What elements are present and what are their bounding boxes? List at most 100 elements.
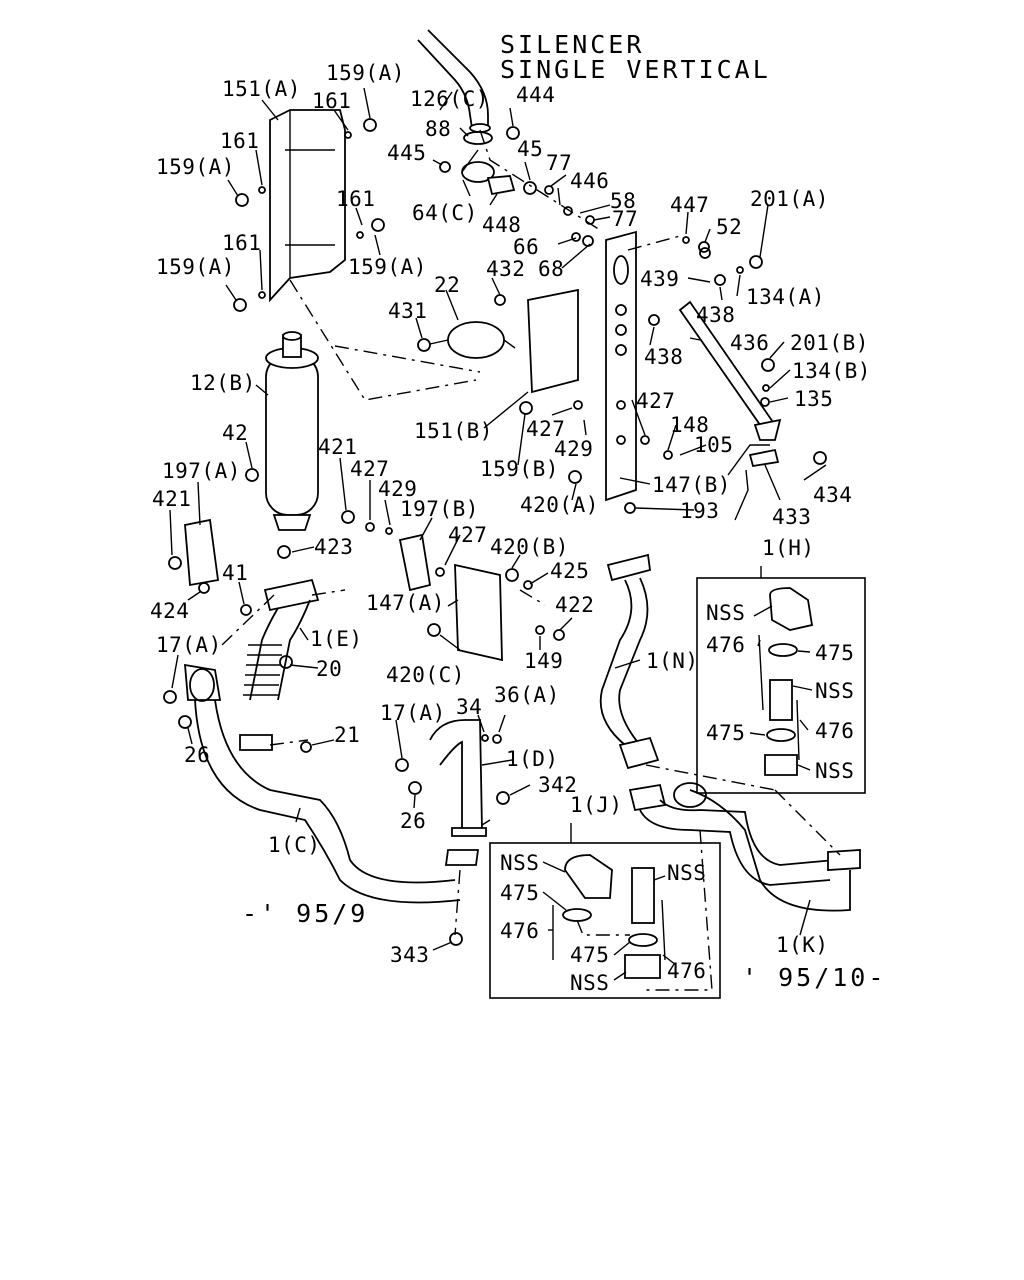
callout-36a: 36(A) <box>494 683 560 707</box>
callout-147a: 147(A) <box>366 591 445 615</box>
callout-197b: 197(B) <box>400 497 479 521</box>
callout-197a: 197(A) <box>162 459 241 483</box>
callout-161-2: 161 <box>220 129 259 153</box>
callout-434: 434 <box>813 483 852 507</box>
callout-423: 423 <box>314 535 353 559</box>
callout-475-2: 475 <box>706 721 745 745</box>
callout-41: 41 <box>222 561 248 585</box>
callout-159a-left1: 159(A) <box>156 155 235 179</box>
callout-34: 34 <box>456 695 482 719</box>
date-range-right: ' 95/10- <box>742 963 886 992</box>
callout-159a-mid: 159(A) <box>348 255 427 279</box>
callout-476-3: 476 <box>500 919 539 943</box>
callout-66: 66 <box>513 235 539 259</box>
callout-429-1: 429 <box>554 437 593 461</box>
callout-342: 342 <box>538 773 577 797</box>
callout-161-4: 161 <box>222 231 261 255</box>
callout-476-4: 476 <box>667 959 706 983</box>
callout-17a-1: 17(A) <box>156 633 222 657</box>
callout-475-1: 475 <box>815 641 854 665</box>
callout-439: 439 <box>640 267 679 291</box>
callout-421-1: 421 <box>318 435 357 459</box>
callout-427-3: 427 <box>350 457 389 481</box>
callout-475-3: 475 <box>500 881 539 905</box>
callout-161-3: 161 <box>336 187 375 211</box>
callout-105: 105 <box>694 433 733 457</box>
callout-nss-5: NSS <box>667 861 706 885</box>
date-range-left: -' 95/9 <box>242 899 368 928</box>
callout-421-2: 421 <box>152 487 191 511</box>
callout-58: 58 <box>610 189 636 213</box>
callout-12b: 12(B) <box>190 371 256 395</box>
callout-431: 431 <box>388 299 427 323</box>
callout-1d: 1(D) <box>506 747 559 771</box>
callout-161-1: 161 <box>312 89 351 113</box>
callout-1k: 1(K) <box>776 933 829 957</box>
callout-476-1: 476 <box>706 633 745 657</box>
callout-201a: 201(A) <box>750 187 829 211</box>
callout-420b: 420(B) <box>490 535 569 559</box>
callout-42: 42 <box>222 421 248 445</box>
callout-20: 20 <box>316 657 342 681</box>
callout-438-2: 438 <box>644 345 683 369</box>
callout-448: 448 <box>482 213 521 237</box>
drawing-geometry <box>163 29 866 999</box>
callout-436: 436 <box>730 331 769 355</box>
callout-nss-3: NSS <box>815 759 854 783</box>
callout-159a-left2: 159(A) <box>156 255 235 279</box>
callout-nss-2: NSS <box>815 679 854 703</box>
callout-432: 432 <box>486 257 525 281</box>
callout-1e: 1(E) <box>310 627 363 651</box>
callout-420c: 420(C) <box>386 663 465 687</box>
callout-1c: 1(C) <box>268 833 321 857</box>
callout-126c: 126(C) <box>410 87 489 111</box>
callout-135: 135 <box>794 387 833 411</box>
callout-433: 433 <box>772 505 811 529</box>
callout-1j: 1(J) <box>570 793 623 817</box>
callout-68: 68 <box>538 257 564 281</box>
callout-427-4: 427 <box>448 523 487 547</box>
callout-17a-2: 17(A) <box>380 701 446 725</box>
callout-1n: 1(N) <box>646 649 699 673</box>
callout-424: 424 <box>150 599 189 623</box>
callout-149: 149 <box>524 649 563 673</box>
callout-26-1: 26 <box>184 743 210 767</box>
callout-nss-1: NSS <box>706 601 745 625</box>
callout-21: 21 <box>334 723 360 747</box>
callout-425: 425 <box>550 559 589 583</box>
callout-422: 422 <box>555 593 594 617</box>
callout-446: 446 <box>570 169 609 193</box>
callout-45: 45 <box>517 137 543 161</box>
callout-151a: 151(A) <box>222 77 301 101</box>
callout-193: 193 <box>680 499 719 523</box>
callout-52: 52 <box>716 215 742 239</box>
callout-77-1: 77 <box>546 151 572 175</box>
callout-476-2: 476 <box>815 719 854 743</box>
diagram-title-line2: SINGLE VERTICAL <box>500 55 771 84</box>
callout-159a-top: 159(A) <box>326 61 405 85</box>
callout-343: 343 <box>390 943 429 967</box>
callout-427-2: 427 <box>636 389 675 413</box>
callout-475-4: 475 <box>570 943 609 967</box>
callout-77-2: 77 <box>612 207 638 231</box>
callout-427-1: 427 <box>526 417 565 441</box>
callout-151b: 151(B) <box>414 419 493 443</box>
callout-134b: 134(B) <box>792 359 871 383</box>
callout-429-2: 429 <box>378 477 417 501</box>
part-callouts: 151(A) 159(A) 161 126(C) 444 161 159(A) … <box>150 61 886 995</box>
callout-201b: 201(B) <box>790 331 869 355</box>
callout-159b: 159(B) <box>480 457 559 481</box>
callout-444: 444 <box>516 83 555 107</box>
callout-nss-4: NSS <box>500 851 539 875</box>
callout-147b: 147(B) <box>652 473 731 497</box>
callout-26-2: 26 <box>400 809 426 833</box>
callout-148: 148 <box>670 413 709 437</box>
callout-nss-6: NSS <box>570 971 609 995</box>
callout-420a: 420(A) <box>520 493 599 517</box>
callout-438-1: 438 <box>696 303 735 327</box>
callout-134a: 134(A) <box>746 285 825 309</box>
callout-88: 88 <box>425 117 451 141</box>
diagram-title-line1: SILENCER <box>500 30 644 59</box>
